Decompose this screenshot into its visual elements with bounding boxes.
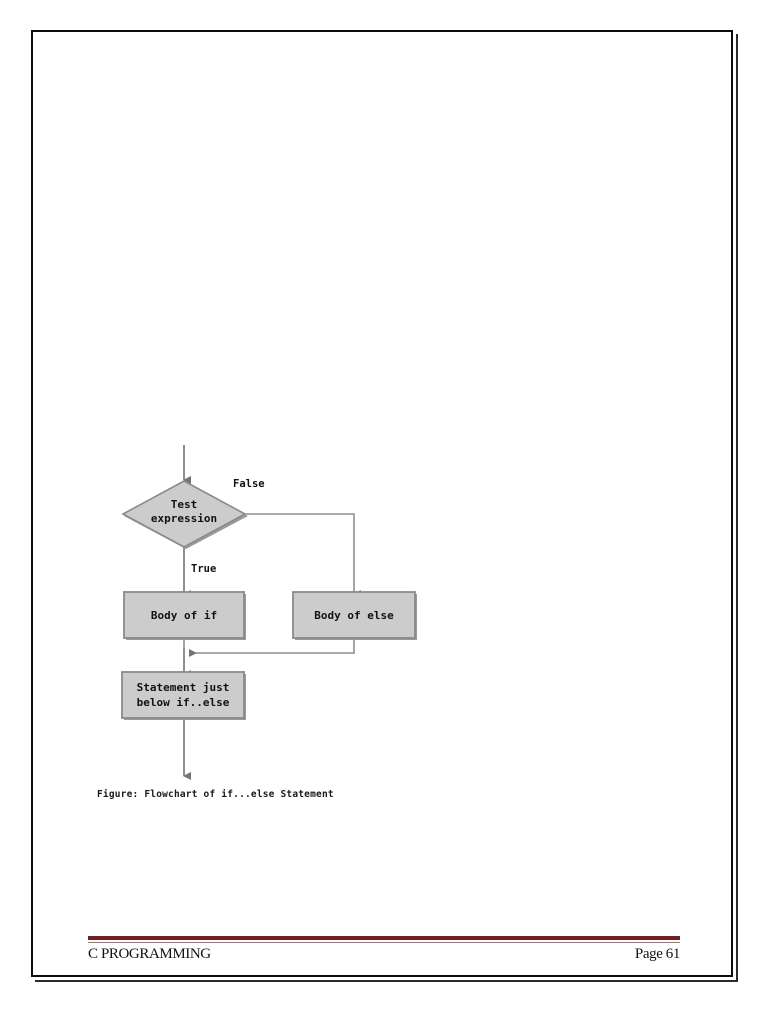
page-sheet <box>31 30 733 977</box>
footer-rule-thin <box>88 942 680 943</box>
footer-rule-thick <box>88 936 680 940</box>
page-shadow-bottom <box>35 980 738 982</box>
page-shadow-right <box>736 34 738 981</box>
figure-caption: Figure: Flowchart of if...else Statement <box>97 789 334 800</box>
footer-page-number: Page 61 <box>634 946 681 962</box>
footer-document-title: C PROGRAMMING <box>88 946 211 962</box>
